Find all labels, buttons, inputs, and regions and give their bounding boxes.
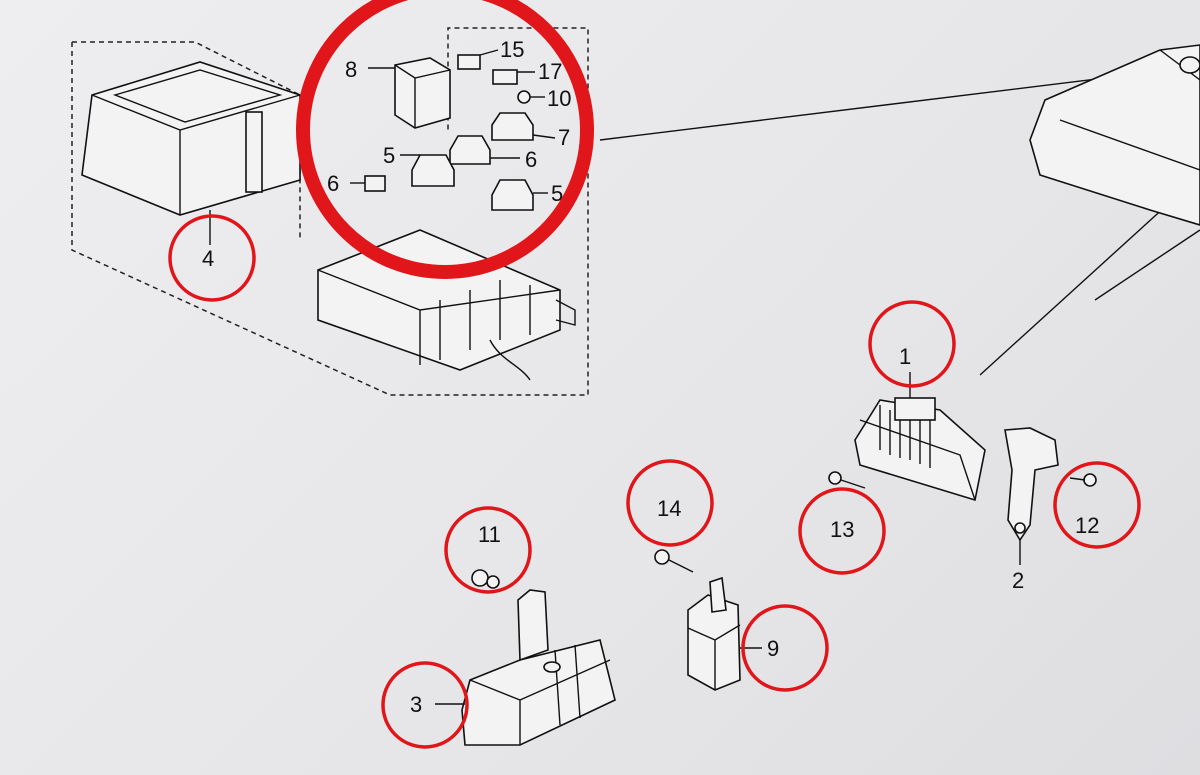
callout-12: 12 <box>1075 513 1099 538</box>
vehicle-outline <box>1029 44 1200 226</box>
relay-5-top <box>400 154 455 187</box>
callout-7: 7 <box>558 125 570 150</box>
callout-10: 10 <box>547 86 571 111</box>
callout-8: 8 <box>345 57 357 82</box>
relay-cluster-highlight <box>296 0 594 279</box>
relay-5-bottom <box>491 179 548 211</box>
callout-15: 15 <box>500 37 524 62</box>
relay-9 <box>687 576 741 691</box>
bolt-12 <box>1069 473 1097 487</box>
highlight-circle-3 <box>381 661 469 749</box>
relay-7 <box>491 112 556 141</box>
relay-8 <box>394 57 451 129</box>
highlight-circle-11 <box>444 506 532 594</box>
highlight-circle-4 <box>168 214 256 302</box>
callout-5a: 5 <box>383 143 395 168</box>
callout-1: 1 <box>899 344 911 369</box>
callout-9: 9 <box>767 636 779 661</box>
bolt-13 <box>828 471 866 489</box>
fuse-15 <box>457 49 499 70</box>
callout-2: 2 <box>1012 568 1024 593</box>
highlight-circle-1 <box>868 300 956 388</box>
highlight-circle-13 <box>798 487 886 575</box>
highlight-circle-12 <box>1053 461 1141 549</box>
callout-14: 14 <box>657 496 681 521</box>
callout-11: 11 <box>478 522 501 547</box>
callout-6b: 6 <box>327 171 339 196</box>
fuse-6-small <box>350 175 386 192</box>
callout-4: 4 <box>202 246 214 271</box>
callout-13: 13 <box>830 517 854 542</box>
assembly-outline <box>71 27 589 396</box>
highlight-circle-14 <box>626 459 714 547</box>
fuse-box-cover <box>81 61 301 216</box>
fuse-cover-3 <box>461 589 616 746</box>
callout-6a: 6 <box>525 147 537 172</box>
bracket-2 <box>1004 427 1059 542</box>
highlight-circle-9 <box>741 604 829 692</box>
fuse-17 <box>492 69 535 85</box>
bolt-11 <box>471 569 500 589</box>
bolt-14 <box>654 549 694 573</box>
callout-17: 17 <box>538 59 562 84</box>
screw-10 <box>517 90 545 104</box>
fuse-box-body <box>317 229 576 381</box>
callout-5b: 5 <box>551 181 563 206</box>
callout-3: 3 <box>410 692 422 717</box>
control-module-1 <box>854 397 986 502</box>
